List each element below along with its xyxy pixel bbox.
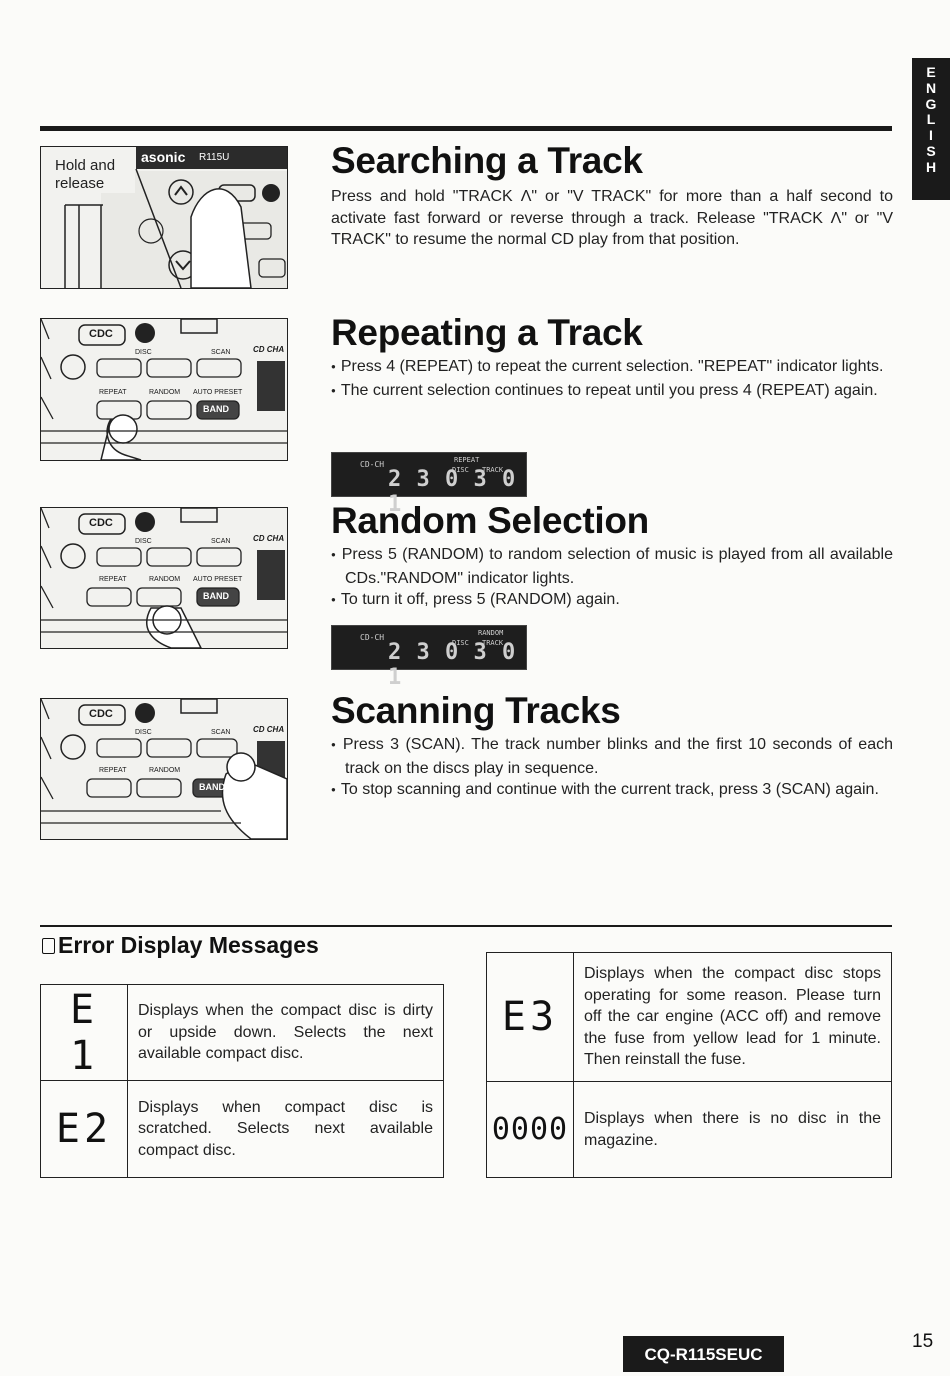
panel-disc-label: DISC — [135, 729, 152, 736]
searching-title: Searching a Track — [331, 140, 643, 181]
random-bullets: Press 5 (RANDOM) to random selection of … — [331, 544, 893, 613]
language-tab-letter: L — [926, 111, 936, 128]
searching-text: Press and hold "TRACK Λ" or "V TRACK" fo… — [331, 188, 893, 248]
lcd-track-label: TRACK — [482, 466, 504, 474]
panel-disc-label: DISC — [135, 538, 152, 545]
scanning-bullet: Press 3 (SCAN). The track number blinks … — [331, 734, 893, 779]
scanning-bullets: Press 3 (SCAN). The track number blinks … — [331, 734, 893, 803]
panel-band-label: BAND — [203, 404, 229, 414]
illustration-brand-label: asonic — [141, 149, 186, 165]
panel-cd-cha-label: CD CHA — [253, 345, 285, 354]
repeating-title: Repeating a Track — [331, 312, 643, 353]
panel-disc-label: DISC — [135, 349, 152, 356]
error-description: Displays when there is no disc in the ma… — [573, 1081, 892, 1178]
language-tab-letter: E — [926, 64, 936, 80]
repeat-panel-illustration: CDC DISC SCAN CD CHA REPEAT RANDOM AUTO … — [40, 318, 288, 461]
scan-panel-illustration: CDC DISC SCAN CD CHA REPEAT RANDOM BAND — [40, 698, 288, 840]
lcd-track-label: TRACK — [482, 639, 504, 647]
repeating-bullet: Press 4 (REPEAT) to repeat the current s… — [331, 356, 893, 380]
random-title: Random Selection — [331, 500, 649, 541]
error-row: E2 Displays when compact disc is scratch… — [40, 1080, 444, 1178]
error-section-title-text: Error Display Messages — [58, 932, 319, 958]
panel-band-label: BAND — [203, 591, 229, 601]
car-stereo-panel-icon — [41, 699, 287, 839]
panel-cd-cha-label: CD CHA — [253, 534, 285, 543]
error-code: E2 — [40, 1080, 128, 1178]
panel-auto-preset-label: AUTO PRESET — [193, 576, 243, 583]
language-tab-letter: N — [925, 79, 937, 96]
panel-random-label: RANDOM — [149, 576, 181, 583]
language-tab-letter: H — [925, 158, 937, 175]
checkbox-icon — [42, 938, 55, 954]
panel-auto-preset-label: AUTO PRESET — [193, 389, 243, 396]
panel-repeat-label: REPEAT — [99, 767, 127, 774]
panel-random-label: RANDOM — [149, 389, 181, 396]
error-code: E 1 — [40, 984, 128, 1081]
panel-scan-label: SCAN — [211, 729, 231, 736]
error-description: Displays when the compact disc stops ope… — [573, 952, 892, 1082]
searching-illustration: Hold and release asonic R115U — [40, 146, 288, 289]
repeat-lcd-display: CD-CH REPEAT DISC TRACK 2 3 0 3 0 1 — [331, 452, 527, 517]
panel-repeat-label: REPEAT — [99, 576, 127, 583]
lcd-disc-label: DISC — [452, 466, 469, 474]
panel-cdc-label: CDC — [89, 517, 113, 529]
panel-repeat-label: REPEAT — [99, 389, 127, 396]
repeating-bullet: The current selection continues to repea… — [331, 380, 893, 404]
error-description: Displays when compact disc is scratched.… — [127, 1080, 444, 1178]
error-row: E 1 Displays when the compact disc is di… — [40, 984, 444, 1081]
error-section-rule — [40, 925, 892, 927]
random-bullet: Press 5 (RANDOM) to random selection of … — [331, 544, 893, 589]
error-row: 0000 Displays when there is no disc in t… — [486, 1081, 892, 1178]
panel-band-label: BAND — [199, 782, 225, 792]
language-tab-letter: S — [926, 142, 936, 159]
error-row: E3 Displays when the compact disc stops … — [486, 952, 892, 1082]
random-lcd-display: CD-CH RANDOM DISC TRACK 2 3 0 3 0 1 — [331, 625, 527, 690]
language-tab-letter: G — [925, 95, 937, 112]
panel-cdc-label: CDC — [89, 328, 113, 340]
lcd-cdch-label: CD-CH — [360, 633, 385, 642]
panel-cdc-label: CDC — [89, 708, 113, 720]
panel-random-label: RANDOM — [149, 767, 181, 774]
illustration-model-label: R115U — [199, 152, 230, 163]
scanning-bullet: To stop scanning and continue with the c… — [331, 779, 893, 803]
error-code: 0000 — [486, 1081, 574, 1178]
car-stereo-panel-icon — [41, 319, 287, 460]
repeating-bullets: Press 4 (REPEAT) to repeat the current s… — [331, 356, 893, 403]
model-number-badge: CQ-R115SEUC — [623, 1336, 784, 1372]
panel-scan-label: SCAN — [211, 538, 231, 545]
panel-cd-cha-label: CD CHA — [253, 725, 285, 734]
illustration-hold-release-label: Hold and release — [55, 157, 135, 193]
page-number: 15 — [912, 1331, 934, 1352]
hand-press-track-icon — [64, 147, 287, 288]
top-rule — [40, 126, 892, 131]
error-description: Displays when the compact disc is dirty … — [127, 984, 444, 1081]
lcd-disc-label: DISC — [452, 639, 469, 647]
language-tab-letter: I — [929, 127, 933, 144]
scanning-title: Scanning Tracks — [331, 690, 621, 731]
random-panel-illustration: CDC DISC SCAN CD CHA REPEAT RANDOM AUTO … — [40, 507, 288, 649]
car-stereo-panel-icon — [41, 508, 287, 648]
random-bullet: To turn it off, press 5 (RANDOM) again. — [331, 589, 893, 613]
lcd-cdch-label: CD-CH — [360, 460, 385, 469]
error-table-right: E3 Displays when the compact disc stops … — [486, 952, 892, 1178]
lcd-digits: 2 3 0 3 0 1 — [388, 640, 517, 690]
language-tab: E N G L I S H — [912, 58, 950, 200]
lcd-random-indicator: RANDOM — [478, 629, 504, 637]
lcd-digits: 2 3 0 3 0 1 — [388, 467, 517, 517]
error-table-left: E 1 Displays when the compact disc is di… — [40, 984, 444, 1178]
error-section-title: Error Display Messages — [42, 932, 319, 959]
panel-scan-label: SCAN — [211, 349, 231, 356]
error-code: E3 — [486, 952, 574, 1082]
lcd-repeat-indicator: REPEAT — [454, 456, 480, 464]
